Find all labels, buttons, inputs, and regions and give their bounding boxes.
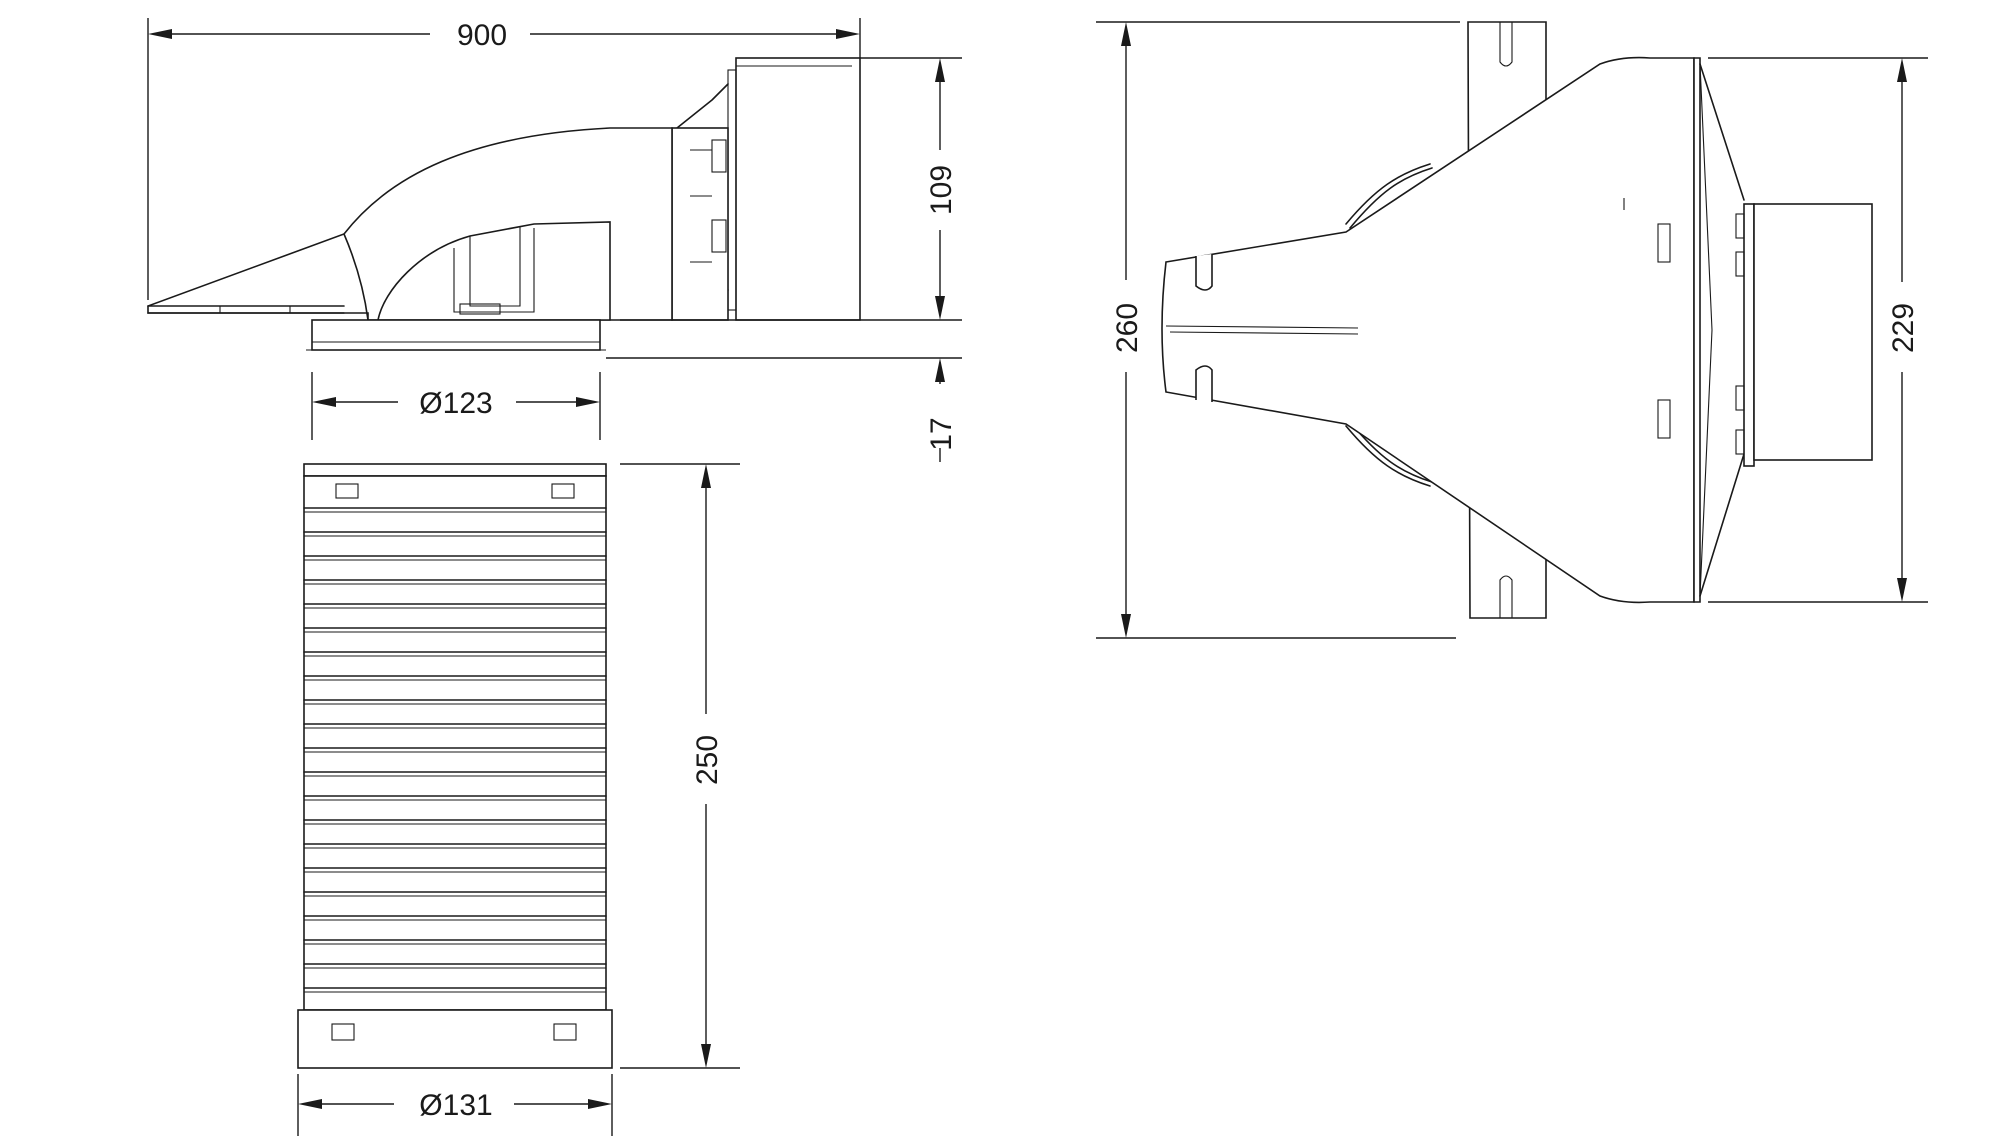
dim-flange-height: 17 xyxy=(925,417,958,450)
side-view xyxy=(1161,21,1873,619)
side-view-dimensions: 260 229 xyxy=(1096,21,1928,639)
sleeve-view xyxy=(297,463,613,1069)
sleeve-dimensions: 250 Ø131 xyxy=(297,463,740,1136)
sleeve-base xyxy=(297,1009,613,1069)
front-view xyxy=(147,57,861,351)
sleeve-body xyxy=(303,475,607,1011)
outlet-box xyxy=(1753,203,1873,461)
dim-box-height: 109 xyxy=(925,165,958,215)
dim-side-total-height: 260 xyxy=(1111,303,1144,353)
dim-overall-length: 900 xyxy=(457,19,507,52)
collar xyxy=(671,127,729,321)
dim-sleeve-length: 250 xyxy=(691,735,724,785)
dim-spigot-diameter: Ø123 xyxy=(419,387,492,420)
outlet-box xyxy=(735,57,861,321)
hood-body xyxy=(1161,56,1695,604)
dim-sleeve-diameter: Ø131 xyxy=(419,1089,492,1122)
spigot xyxy=(311,319,601,351)
centre-line xyxy=(1165,325,1359,329)
sleeve-ribs xyxy=(303,507,607,993)
dim-side-box-height: 229 xyxy=(1887,303,1920,353)
front-view-dimensions: 900 109 17 Ø123 xyxy=(147,18,962,462)
